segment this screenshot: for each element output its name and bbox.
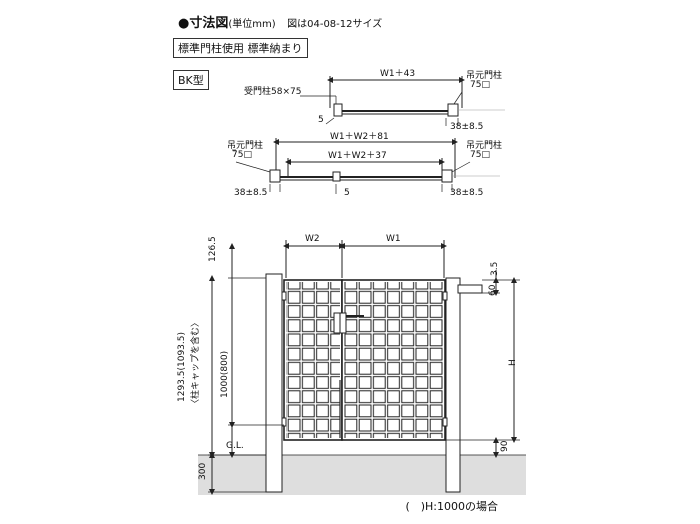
elev-cap-note: 〈柱キャップを含む〉 (191, 317, 201, 408)
elev-w2-dim: W2 (305, 234, 320, 244)
plan2-offset-right-dim: 38±8.5 (450, 188, 484, 198)
title-bullet: ● (178, 16, 190, 31)
plan2-outer-dim: W1＋W2＋81 (330, 132, 389, 142)
plan2-hinge-post-left-label: 吊元門柱 (227, 141, 264, 151)
elev-top-gap-dim: 3.5 (490, 261, 500, 276)
drawing-title: ●寸法図(単位mm) 図は04-08-12サイズ (178, 12, 382, 31)
title-text: 寸法図 (189, 16, 229, 31)
elev-bar-height-dim: 60 (488, 284, 498, 296)
plan-single-gate (300, 76, 505, 126)
plan2-hinge-post-right-size: 75□ (470, 150, 490, 160)
plan1-gap-dim: 5 (318, 115, 324, 125)
elev-gate-height-dim: 1000(800) (220, 350, 230, 398)
elev-gl-label: G.L. (226, 441, 244, 451)
plan1-overall-dim: W1＋43 (380, 69, 416, 79)
plan2-hinge-post-right-label: 吊元門柱 (466, 141, 503, 151)
unit-text: (単位mm) (228, 19, 276, 30)
elev-h-dim: H (508, 359, 518, 366)
plan1-offset-dim: 38±8.5 (450, 122, 484, 132)
plan1-hinge-post-size: 75□ (470, 80, 490, 90)
elev-post-top-dim: 126.5 (208, 236, 218, 262)
elevation-view (198, 240, 526, 495)
ground-fill (198, 455, 526, 495)
elev-w1-dim: W1 (386, 234, 401, 244)
plan2-gap-dim: 5 (344, 188, 350, 198)
size-note: 図は04-08-12サイズ (287, 19, 383, 30)
elev-embed-dim: 300 (198, 462, 208, 480)
elev-bottom-gap-dim: 90 (500, 440, 510, 452)
plan2-inner-dim: W1＋W2＋37 (328, 151, 387, 161)
type-box: BK型 (173, 70, 209, 90)
spec-box: 標準門柱使用 標準納まり (173, 38, 308, 58)
plan-double-gate (232, 138, 500, 194)
plan1-receiver-post-label: 受門柱58×75 (244, 87, 302, 97)
footnote: ( )H:1000の場合 (405, 500, 498, 513)
plan1-hinge-post-label: 吊元門柱 (466, 71, 503, 81)
plan2-offset-left-dim: 38±8.5 (234, 188, 268, 198)
elev-total-height-dim: 1293.5(1093.5) (177, 331, 187, 402)
plan2-hinge-post-left-size: 75□ (232, 150, 252, 160)
